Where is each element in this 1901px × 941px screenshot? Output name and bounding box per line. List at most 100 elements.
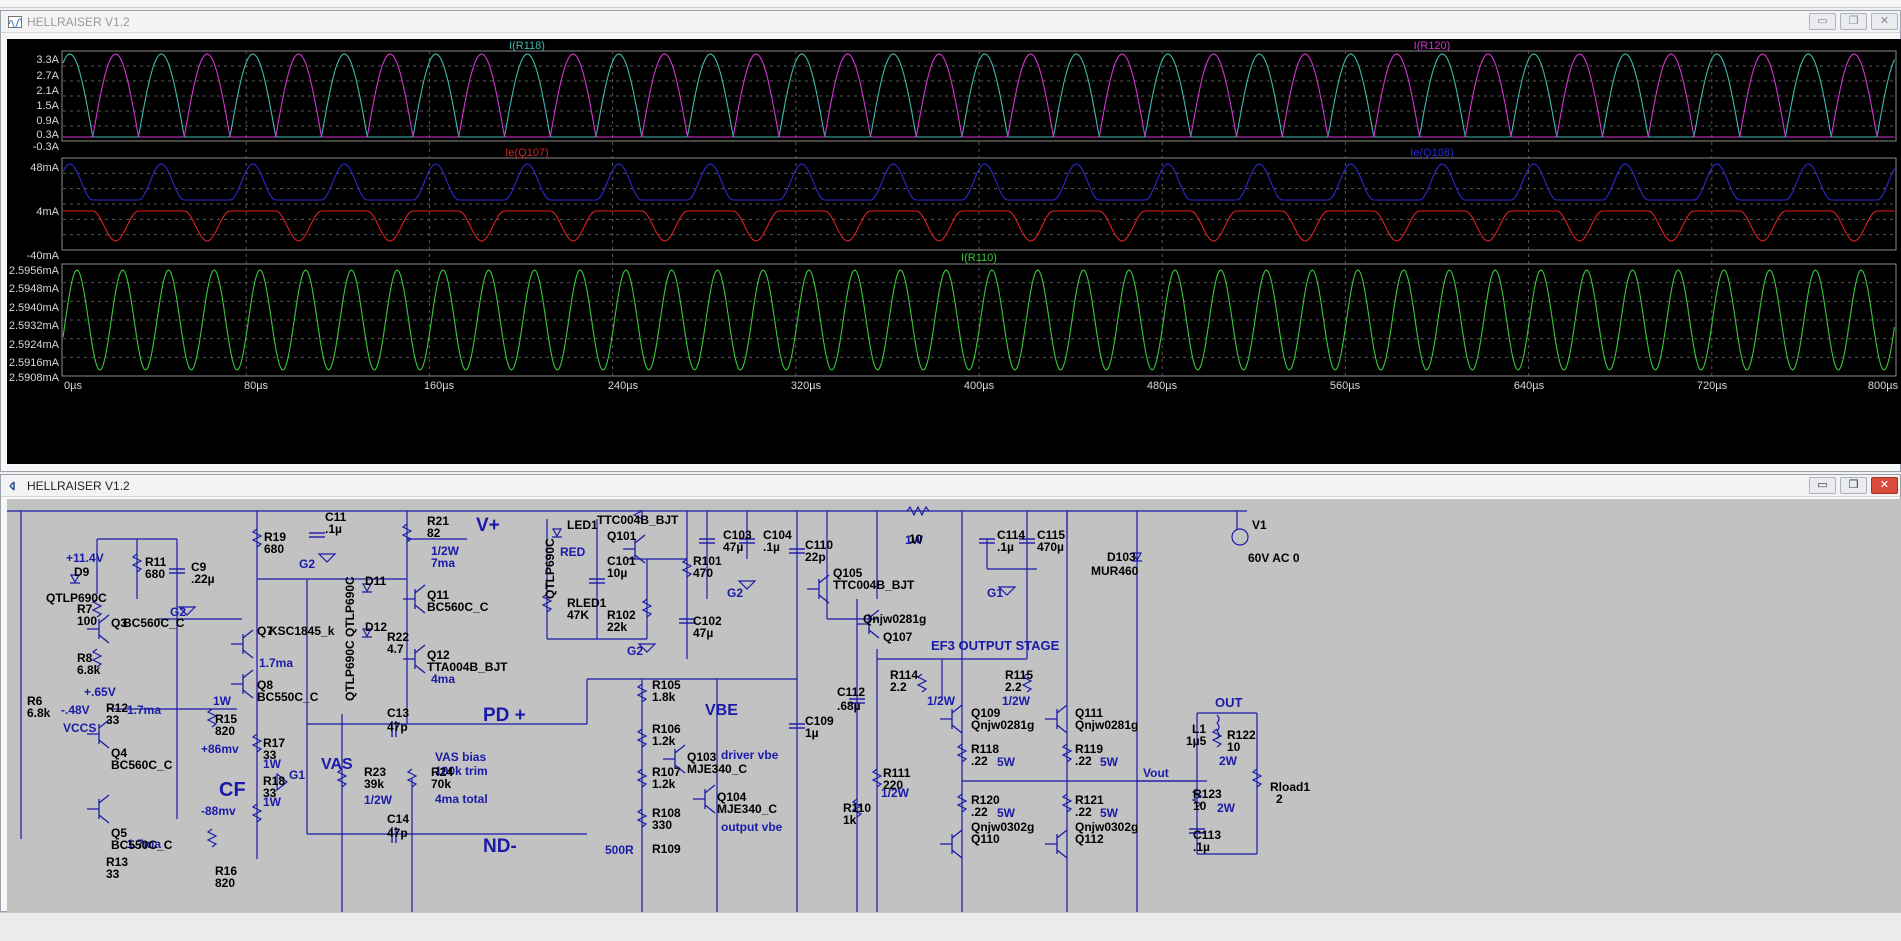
ref-v1[interactable]: V1 <box>1252 518 1267 532</box>
value-q101[interactable]: TTC004B_BJT <box>597 513 679 527</box>
value-q104[interactable]: MJE340_C <box>717 802 777 816</box>
value-r12[interactable]: 33 <box>106 713 120 727</box>
ref-c102[interactable]: C102 <box>693 614 722 628</box>
ref-q111[interactable]: Q111 <box>1075 706 1103 720</box>
value-q103[interactable]: MJE340_C <box>687 762 747 776</box>
ref-r7[interactable]: R7 <box>77 602 93 616</box>
ref-q112[interactable]: Q112 <box>1075 832 1104 846</box>
ref-r12[interactable]: R12 <box>106 701 128 715</box>
value-q112[interactable]: Qnjw0302g <box>1075 820 1138 834</box>
ref-q107[interactable]: Q107 <box>883 630 913 644</box>
value-c109[interactable]: 1µ <box>805 726 819 740</box>
value-q107[interactable]: Qnjw0281g <box>863 612 926 626</box>
ref-rload1[interactable]: Rload1 <box>1270 780 1310 794</box>
ref-led1[interactable]: LED1 <box>567 518 598 532</box>
ref-c104[interactable]: C104 <box>763 528 792 542</box>
ref-r121[interactable]: R121 <box>1075 793 1104 807</box>
value-l1[interactable]: 1µ5 <box>1186 734 1207 748</box>
value-r106[interactable]: 1.2k <box>652 734 676 748</box>
value-q11[interactable]: BC560C_C <box>427 600 489 614</box>
minimize-button[interactable]: ▭ <box>1809 477 1836 494</box>
ref-r109[interactable]: R109 <box>652 842 681 856</box>
ref-q11[interactable]: Q11 <box>427 588 449 602</box>
ref-r13[interactable]: R13 <box>106 855 128 869</box>
value-c112[interactable]: .68µ <box>837 699 861 713</box>
value-r122[interactable]: 10 <box>1227 740 1241 754</box>
ref-r106[interactable]: R106 <box>652 722 681 736</box>
ref-d11[interactable]: D11 <box>365 574 387 588</box>
value-c115[interactable]: 470µ <box>1037 540 1064 554</box>
ref-q109[interactable]: Q109 <box>971 706 1001 720</box>
value-c103[interactable]: 47µ <box>723 540 743 554</box>
ref-r6[interactable]: R6 <box>27 694 43 708</box>
trace-label-q107[interactable]: Ie(Q107) <box>505 147 548 159</box>
value-r111[interactable]: 220 <box>883 778 903 792</box>
value-c11[interactable]: .1µ <box>325 522 342 536</box>
ref-c115[interactable]: C115 <box>1037 528 1065 542</box>
ref-r120[interactable]: R120 <box>971 793 1000 807</box>
ref-r118[interactable]: R118 <box>971 742 999 756</box>
maximize-button[interactable]: ❐ <box>1840 13 1867 30</box>
value-r105[interactable]: 1.8k <box>652 690 676 704</box>
trace-label-r110[interactable]: I(R110) <box>961 252 997 264</box>
waveform-titlebar[interactable]: HELLRAISER V1.2 ▭ ❐ ✕ <box>1 11 1900 33</box>
value-rload1[interactable]: 2 <box>1276 792 1283 806</box>
ref-d12[interactable]: D12 <box>365 620 387 634</box>
value-q12[interactable]: TTA004B_BJT <box>427 660 508 674</box>
ref-q4[interactable]: Q4 <box>111 746 127 760</box>
ref-c112[interactable]: C112 <box>837 685 865 699</box>
value-c110[interactable]: 22p <box>805 550 826 564</box>
value-r6[interactable]: 6.8k <box>27 706 51 720</box>
value-q5[interactable]: BC550C_C <box>111 838 173 852</box>
ref-r102[interactable]: R102 <box>607 608 636 622</box>
ref-r114[interactable]: R114 <box>890 668 918 682</box>
ref-c14[interactable]: C14 <box>387 812 409 826</box>
value-r107[interactable]: 1.2k <box>652 777 676 791</box>
value-q7[interactable]: KSC1845_k <box>269 624 335 638</box>
ref-c13[interactable]: C13 <box>387 706 409 720</box>
ref-c11[interactable]: C11 <box>325 510 347 524</box>
ref-c114[interactable]: C114 <box>997 528 1025 542</box>
value-c102[interactable]: 47µ <box>693 626 713 640</box>
value-r11[interactable]: 680 <box>145 567 165 581</box>
ref-r108[interactable]: R108 <box>652 806 681 820</box>
ref-r115[interactable]: R115 <box>1005 668 1033 682</box>
close-button[interactable]: ✕ <box>1871 13 1898 30</box>
value-c13[interactable]: 47p <box>387 720 408 734</box>
ref-r11[interactable]: R11 <box>145 555 167 569</box>
ref-c103[interactable]: C103 <box>723 528 752 542</box>
value-r121[interactable]: .22 <box>1075 805 1092 819</box>
value-r119[interactable]: .22 <box>1075 754 1092 768</box>
schematic-canvas[interactable]: V+ PD + ND- VBE CF VAS EF3 OUTPUT STAGE … <box>7 499 1901 936</box>
value-r108[interactable]: 330 <box>652 818 672 832</box>
ref-r105[interactable]: R105 <box>652 678 681 692</box>
waveform-plot-area[interactable]: I(R118) I(R120) Ie(Q107) Ie(Q108) I(R110… <box>7 39 1901 464</box>
value-r123[interactable]: 10 <box>1193 799 1207 813</box>
ref-q103[interactable]: Q103 <box>687 750 717 764</box>
close-button[interactable]: ✕ <box>1871 477 1898 494</box>
ref-r23[interactable]: R23 <box>364 765 386 779</box>
value-r23[interactable]: 39k <box>364 777 384 791</box>
ref-r101[interactable]: R101 <box>693 554 722 568</box>
value-q4[interactable]: BC560C_C <box>111 758 173 772</box>
value-q3[interactable]: BC560C_C <box>123 616 185 630</box>
ref-d103[interactable]: D103 <box>1107 550 1136 564</box>
maximize-button[interactable]: ❐ <box>1840 477 1867 494</box>
value-c114[interactable]: .1µ <box>997 540 1014 554</box>
value-r118[interactable]: .22 <box>971 754 988 768</box>
ref-c110[interactable]: C110 <box>805 538 833 552</box>
ref-r8[interactable]: R8 <box>77 651 93 665</box>
ref-q5[interactable]: Q5 <box>111 826 127 840</box>
ref-r17[interactable]: R17 <box>263 736 285 750</box>
value-q105[interactable]: TTC004B_BJT <box>833 578 915 592</box>
ref-rled1[interactable]: RLED1 <box>567 596 607 610</box>
ref-r119[interactable]: R119 <box>1075 742 1103 756</box>
value-q110[interactable]: Qnjw0302g <box>971 820 1034 834</box>
value-r7[interactable]: 100 <box>77 614 97 628</box>
ref-r110[interactable]: R110 <box>843 801 871 815</box>
value-r21[interactable]: 82 <box>427 526 441 540</box>
ref-q7[interactable]: Q7 <box>257 624 273 638</box>
value-q109[interactable]: Qnjw0281g <box>971 718 1034 732</box>
ref-q3[interactable]: Q3 <box>111 616 127 630</box>
trace-label-r118[interactable]: I(R118) <box>509 40 545 52</box>
